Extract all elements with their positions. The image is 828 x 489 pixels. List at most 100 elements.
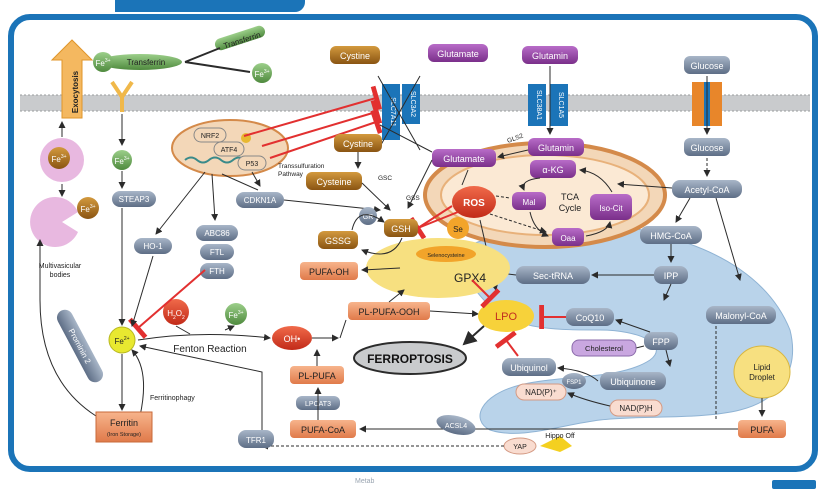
multivesicular-body — [30, 196, 78, 247]
glucose-in-node — [684, 138, 730, 156]
svg-text:Mal: Mal — [523, 198, 536, 207]
gsc-label: GSC — [378, 175, 392, 182]
slc1a5-transporter: SLC1A5 — [550, 84, 568, 126]
svg-text:Se: Se — [453, 225, 463, 234]
fe3-label: Fe — [51, 155, 61, 164]
svg-text:NRF2: NRF2 — [201, 133, 219, 140]
ftl-node — [200, 244, 234, 260]
sectrna-node — [516, 266, 590, 284]
svg-text:FSP1: FSP1 — [566, 380, 582, 386]
svg-text:Cystine: Cystine — [343, 139, 373, 149]
h2o2-node — [163, 299, 189, 325]
svg-text:H2O2: H2O2 — [167, 309, 185, 321]
gssg-node — [318, 231, 358, 249]
svg-text:GSSG: GSSG — [325, 236, 351, 246]
svg-text:GR: GR — [363, 214, 374, 221]
footer-watermark: Metab — [355, 478, 375, 485]
svg-text:CDKN1A: CDKN1A — [244, 196, 277, 205]
svg-text:Fe2+: Fe2+ — [114, 336, 129, 346]
glutamin-in-node — [528, 138, 584, 156]
hippo-marker — [540, 436, 572, 452]
fth-node — [200, 263, 234, 279]
fe2-label: Fe — [114, 337, 124, 346]
svg-text:P53: P53 — [246, 161, 259, 168]
glutamate-in-node — [432, 149, 496, 167]
p53-node — [237, 155, 267, 171]
svg-text:Ferritin: Ferritin — [110, 418, 138, 428]
lipid-droplet — [733, 345, 791, 399]
fe3-fenton-node — [225, 303, 247, 325]
tfr1-node — [238, 430, 274, 448]
svg-text:ROS: ROS — [463, 198, 485, 209]
se-node — [447, 217, 469, 239]
nadph-node — [609, 399, 663, 417]
svg-text:α-KG: α-KG — [542, 165, 563, 175]
svg-text:Fe3+: Fe3+ — [95, 58, 110, 68]
transsulfuration-label: Transsulfuration — [278, 163, 325, 170]
glutamate-out-node — [428, 44, 488, 62]
svg-text:OH•: OH• — [284, 334, 301, 344]
selenocysteine-node — [416, 246, 476, 262]
fenton-label: Fenton Reaction — [173, 344, 246, 355]
svg-text:GSH: GSH — [391, 224, 411, 234]
ipp-node — [654, 266, 688, 284]
svg-text:Malonyl-CoA: Malonyl-CoA — [715, 311, 767, 321]
top-bar — [0, 0, 828, 16]
fsp1-node — [562, 373, 586, 389]
atf4-node — [213, 141, 245, 157]
svg-text:Glutamin: Glutamin — [538, 143, 574, 153]
svg-text:PUFA-OH: PUFA-OH — [309, 267, 349, 277]
title-tab — [115, 0, 305, 12]
prominin2-node: Prominin 2 — [56, 309, 104, 383]
fpp-node — [644, 332, 678, 350]
ros-node — [452, 186, 496, 218]
acetylcoa-node — [672, 180, 742, 198]
fe3-transferrin-complex: Fe3+ Transferrin — [93, 52, 182, 72]
svg-text:Ubiquinol: Ubiquinol — [510, 363, 548, 373]
slc3a2-transporter: SLC3A2 — [402, 84, 420, 124]
tca-label: TCA — [561, 192, 579, 202]
svg-text:NAD(P)⁺: NAD(P)⁺ — [525, 388, 557, 397]
nadp-node — [515, 383, 567, 401]
svg-text:Fe3+: Fe3+ — [254, 69, 269, 79]
svg-text:SLC38A1: SLC38A1 — [535, 90, 542, 120]
hmgcoa-node — [640, 226, 702, 244]
glutamin-out-node — [522, 46, 578, 64]
ho1-node — [134, 238, 172, 254]
svg-text:Fe3+: Fe3+ — [80, 204, 95, 214]
svg-text:HO-1: HO-1 — [143, 242, 163, 251]
abcb6-node — [196, 225, 238, 241]
svg-text:Lipid: Lipid — [754, 363, 771, 372]
svg-text:Glucose: Glucose — [690, 143, 723, 153]
svg-text:Fe3+: Fe3+ — [114, 156, 129, 166]
svg-text:Iso-Cit: Iso-Cit — [599, 204, 623, 213]
svg-text:FERROPTOSIS: FERROPTOSIS — [367, 352, 453, 366]
plpufaooh-node — [348, 302, 430, 320]
svg-text:Ubiquinone: Ubiquinone — [610, 377, 656, 387]
fe3-endosome — [112, 150, 132, 170]
oaa-node — [552, 228, 584, 246]
svg-text:STEAP3: STEAP3 — [119, 195, 150, 204]
cysteine-node — [306, 172, 362, 190]
mal-node — [512, 192, 546, 210]
svg-text:Glutamate: Glutamate — [437, 49, 479, 59]
svg-text:FTH: FTH — [209, 267, 225, 276]
svg-text:Glutamate: Glutamate — [443, 154, 485, 164]
coq10-node — [566, 308, 614, 326]
glucose-out-node — [684, 56, 730, 74]
svg-text:YAP: YAP — [513, 444, 527, 451]
plpufa-node — [290, 366, 344, 384]
svg-text:PUFA-CoA: PUFA-CoA — [301, 425, 345, 435]
transferrin-free: Transferrin — [214, 25, 266, 51]
svg-text:SLC7A11: SLC7A11 — [389, 97, 396, 127]
hippo-label: Hippo Off — [545, 433, 574, 440]
svg-text:TFR1: TFR1 — [246, 436, 267, 445]
svg-text:Fe3+: Fe3+ — [228, 310, 243, 320]
gr-node — [359, 207, 377, 225]
fe3-free — [252, 63, 272, 83]
cycle-label: Cycle — [559, 203, 582, 213]
slc7a11-transporter: SLC7A11 — [382, 84, 400, 140]
svg-text:PL-PUFA: PL-PUFA — [298, 371, 336, 381]
svg-text:IPP: IPP — [664, 271, 679, 281]
svg-text:Cysteine: Cysteine — [316, 177, 351, 187]
